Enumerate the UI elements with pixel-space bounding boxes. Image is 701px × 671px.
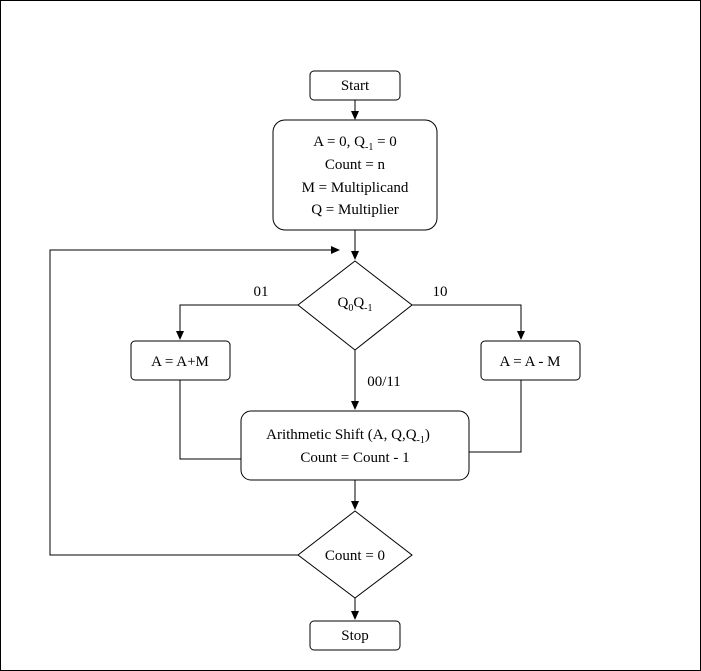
start-label: Start: [341, 78, 370, 94]
add-label: A = A+M: [151, 354, 209, 370]
shift-line-2: Count = Count - 1: [300, 450, 409, 466]
add-node: A = A+M: [130, 340, 231, 381]
decision-count-node: Count = 0: [297, 510, 413, 599]
decision-count-label: Count = 0: [325, 548, 385, 564]
edge-subtract-shift: [469, 380, 522, 453]
edge-label-00-11: 00/11: [367, 374, 401, 390]
shift-node: Arithmetic Shift (A, Q,Q-1) Count = Coun…: [240, 410, 470, 481]
start-node: Start: [309, 70, 401, 101]
edge-label-10: 10: [433, 284, 448, 300]
init-line-1: A = 0, Q-1 = 0: [313, 134, 397, 153]
init-line-3: M = Multiplicand: [302, 180, 409, 196]
shift-line-1: Arithmetic Shift (A, Q,Q-1): [266, 427, 430, 446]
edge-loop-back: [49, 246, 340, 556]
subtract-node: A = A - M: [480, 340, 581, 381]
init-line-2: Count = n: [325, 157, 386, 173]
init-line-4: Q = Multiplier: [311, 202, 399, 218]
subtract-label: A = A - M: [500, 354, 561, 370]
stop-node: Stop: [309, 620, 401, 651]
init-node: A = 0, Q-1 = 0 Count = n M = Multiplican…: [272, 119, 438, 231]
decision-q-label: Q0Q-1: [337, 295, 372, 314]
edge-add-shift: [179, 380, 241, 460]
stop-label: Stop: [341, 628, 369, 644]
edge-label-01: 01: [254, 284, 269, 300]
edge-decision-subtract: [412, 304, 525, 340]
edge-decision-add: [176, 304, 298, 340]
decision-q-node: Q0Q-1: [297, 260, 413, 351]
